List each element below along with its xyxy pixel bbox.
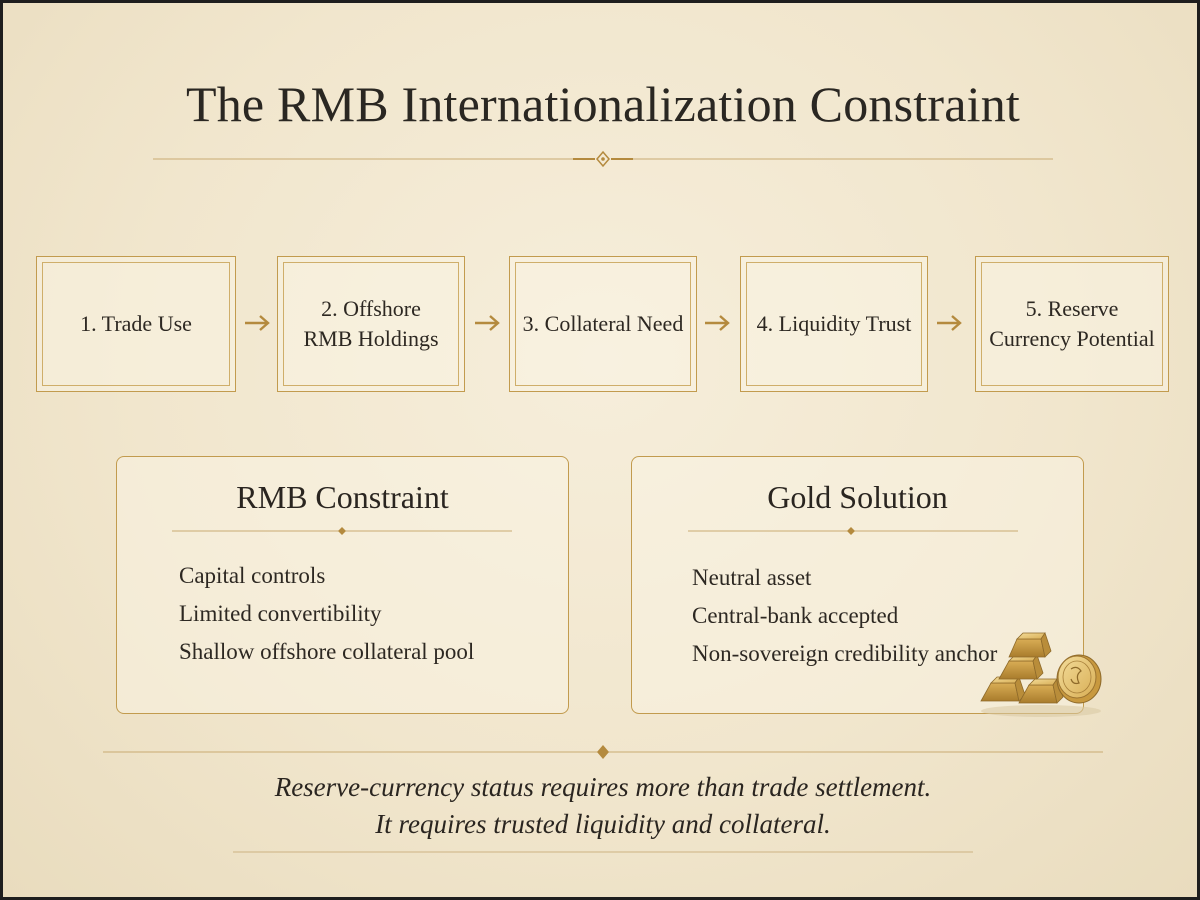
flow-step-label: 4. Liquidity Trust: [756, 311, 912, 336]
arrow-right-icon: [245, 315, 270, 331]
panel-title: Gold Solution: [767, 479, 948, 515]
title-divider-ornament: [153, 150, 1053, 168]
list-item: Limited convertibility: [179, 601, 382, 626]
arrow-right-icon: [705, 315, 730, 331]
list-item: Shallow offshore collateral pool: [179, 639, 475, 664]
flow-step-reserve-currency-potential: 5. Reserve Currency Potential: [975, 256, 1169, 392]
list-item: Non-sovereign credibility anchor: [692, 641, 998, 666]
flow-step-trade-use: 1. Trade Use: [36, 256, 236, 392]
solution-list: Neutral asset Central-bank accepted Non-…: [692, 559, 997, 673]
flow-step-collateral-need: 3. Collateral Need: [509, 256, 697, 392]
flow-step-label: 5. Reserve Currency Potential: [989, 296, 1155, 351]
page-title: The RMB Internationalization Constraint: [185, 76, 1021, 132]
bottom-divider-line: [233, 851, 973, 853]
list-item: Neutral asset: [692, 565, 812, 590]
flow-step-label: 2. Offshore RMB Holdings: [303, 296, 439, 351]
arrow-right-icon: [937, 315, 962, 331]
panel-divider-ornament: [172, 527, 512, 535]
list-item: Central-bank accepted: [692, 603, 899, 628]
list-item: Capital controls: [179, 563, 326, 588]
rmb-constraint-panel: RMB Constraint Capital controls Limited …: [116, 456, 569, 714]
panel-title: RMB Constraint: [236, 479, 449, 515]
footer-divider-ornament: [103, 745, 1103, 759]
flow-step-liquidity-trust: 4. Liquidity Trust: [740, 256, 928, 392]
summary-quote: Reserve-currency status requires more th…: [3, 769, 1197, 843]
flow-step-offshore-rmb-holdings: 2. Offshore RMB Holdings: [277, 256, 465, 392]
gold-bars-icon: [980, 632, 1102, 717]
flow-step-label: 3. Collateral Need: [522, 311, 684, 336]
summary-line-1: Reserve-currency status requires more th…: [274, 772, 932, 802]
arrow-right-icon: [475, 315, 500, 331]
panel-divider-ornament: [688, 527, 1018, 535]
flow-step-label: 1. Trade Use: [80, 311, 192, 336]
summary-line-2: It requires trusted liquidity and collat…: [375, 809, 831, 839]
constraint-list: Capital controls Limited convertibility …: [179, 557, 474, 671]
